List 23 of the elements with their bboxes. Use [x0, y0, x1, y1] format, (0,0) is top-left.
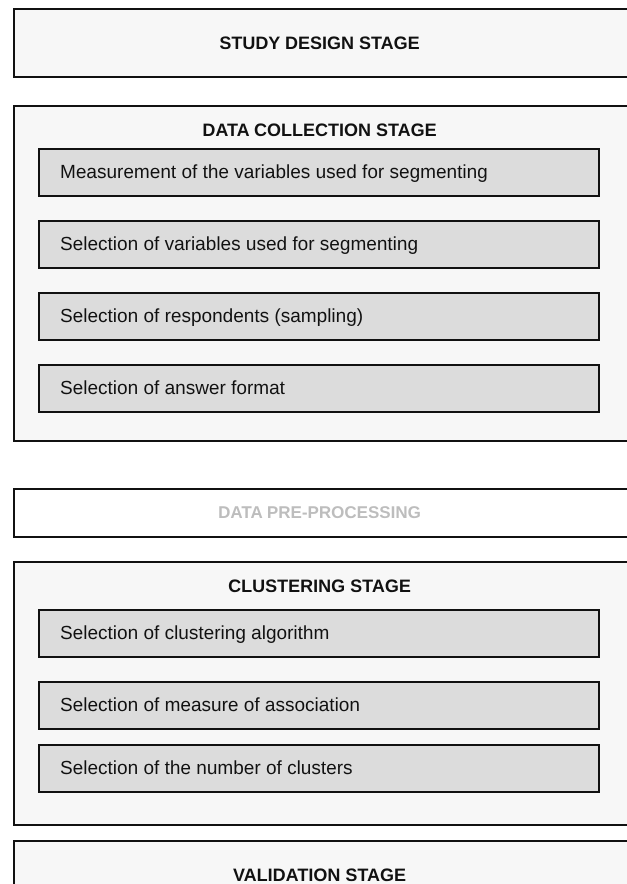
step-box: [38, 609, 600, 658]
step-box: [38, 220, 600, 269]
step-label: Selection of clustering algorithm: [60, 622, 330, 646]
step-box: [38, 364, 600, 413]
step-label: Selection of respondents (sampling): [60, 304, 364, 328]
stage-heading: CLUSTERING STAGE: [228, 575, 411, 598]
stage-box: [13, 561, 627, 826]
stage-box: [13, 8, 627, 78]
stage-box: [13, 105, 627, 442]
stage-box: [13, 488, 627, 538]
stage-heading: STUDY DESIGN STAGE: [219, 32, 420, 54]
step-box: [38, 681, 600, 730]
step-box: [38, 148, 600, 197]
step-label: Selection of variables used for segmenting: [60, 232, 418, 256]
stage-heading: DATA PRE-PROCESSING: [218, 502, 421, 524]
step-label: Selection of the number of clusters: [60, 756, 353, 780]
step-box: [38, 292, 600, 341]
step-box: [38, 744, 600, 793]
step-label: Measurement of the variables used for segmenting: [60, 160, 488, 184]
step-label: Selection of measure of association: [60, 694, 360, 718]
step-label: Selection of answer format: [60, 376, 285, 400]
stage-heading: DATA COLLECTION STAGE: [202, 119, 437, 142]
stage-heading: VALIDATION STAGE: [233, 864, 406, 884]
